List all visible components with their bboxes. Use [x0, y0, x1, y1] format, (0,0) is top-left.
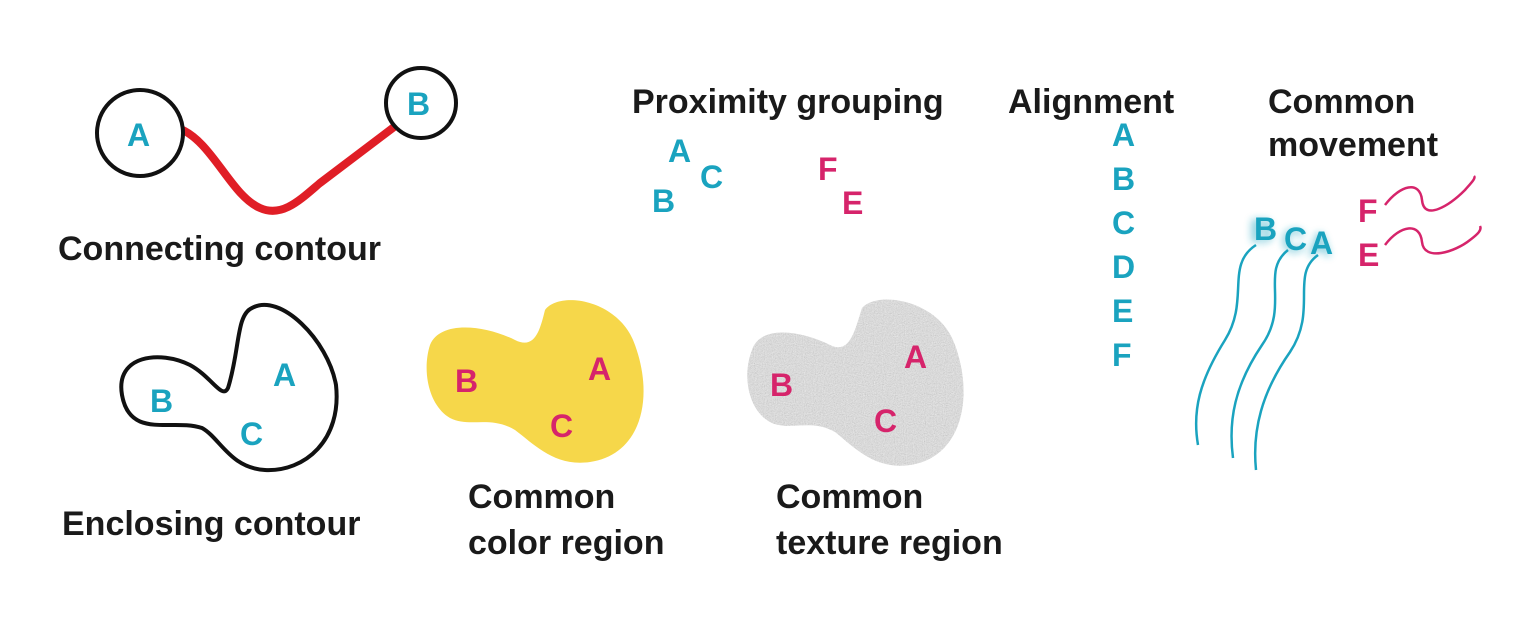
enclosing-contour-panel: B A C Enclosing contour [62, 302, 360, 543]
motion-blur-halos: B C A [1250, 213, 1331, 263]
alignment-panel: Alignment A B C D E F [1008, 83, 1174, 373]
enclosing-outline [119, 302, 339, 473]
yellow-region [426, 300, 644, 463]
motion-trail-e [1384, 225, 1482, 255]
common-movement-panel: Common movement B C A B C A F E [1194, 83, 1482, 471]
common-texture-region-panel: B A C Common texture region [747, 299, 1003, 562]
motion-trail-b [1194, 243, 1257, 446]
circle-a [95, 88, 185, 178]
aligned-letter-b: B [1112, 161, 1135, 197]
color-letter-c: C [550, 408, 573, 444]
moving-letter-b: B [1254, 211, 1277, 247]
proximity-letter-b: B [652, 183, 675, 219]
texture-letter-c: C [874, 403, 897, 439]
motion-trail-a [1253, 253, 1319, 471]
moving-letter-e: E [1358, 237, 1379, 273]
texture-region-label-line1: Common [776, 478, 923, 516]
enclosed-letter-c: C [240, 416, 263, 452]
texture-letter-b: B [770, 367, 793, 403]
moving-letter-c: C [1284, 221, 1307, 257]
proximity-letter-e: E [842, 185, 863, 221]
enclosed-letter-b: B [150, 383, 173, 419]
color-letter-b: B [455, 363, 478, 399]
aligned-letter-a: A [1112, 117, 1135, 153]
enclosing-contour-label: Enclosing contour [62, 505, 360, 543]
circle-b [384, 66, 458, 140]
texture-region-noise [747, 299, 964, 466]
aligned-letter-f: F [1112, 337, 1132, 373]
aligned-letter-d: D [1112, 249, 1135, 285]
movement-label-line2: movement [1268, 126, 1438, 164]
color-region-label-line2: color region [468, 524, 664, 562]
motion-trail-c [1230, 249, 1289, 459]
letter-b: B [407, 86, 430, 122]
svg-text:A: A [1308, 227, 1331, 263]
alignment-label: Alignment [1008, 83, 1174, 121]
movement-label-line1: Common [1268, 83, 1415, 121]
svg-text:B: B [1250, 213, 1273, 249]
proximity-letter-a: A [668, 133, 691, 169]
proximity-grouping-label: Proximity grouping [632, 83, 944, 121]
color-letter-a: A [588, 351, 611, 387]
proximity-letter-f: F [818, 151, 838, 187]
svg-text:C: C [1282, 223, 1305, 259]
aligned-letter-e: E [1112, 293, 1133, 329]
texture-region-label-line2: texture region [776, 524, 1003, 562]
connecting-contour-label: Connecting contour [58, 230, 381, 268]
letter-a: A [127, 117, 150, 153]
common-color-region-panel: B A C Common color region [426, 300, 664, 562]
motion-trail-f [1384, 175, 1476, 212]
red-connector-line [174, 120, 402, 215]
aligned-letter-c: C [1112, 205, 1135, 241]
enclosed-letter-a: A [273, 357, 296, 393]
connecting-contour-panel: A B Connecting contour [58, 66, 458, 268]
proximity-grouping-panel: Proximity grouping A C B F E [632, 83, 944, 221]
proximity-letter-c: C [700, 159, 723, 195]
moving-letter-a: A [1310, 225, 1333, 261]
moving-letter-f: F [1358, 193, 1378, 229]
color-region-label-line1: Common [468, 478, 615, 516]
texture-letter-a: A [904, 339, 927, 375]
